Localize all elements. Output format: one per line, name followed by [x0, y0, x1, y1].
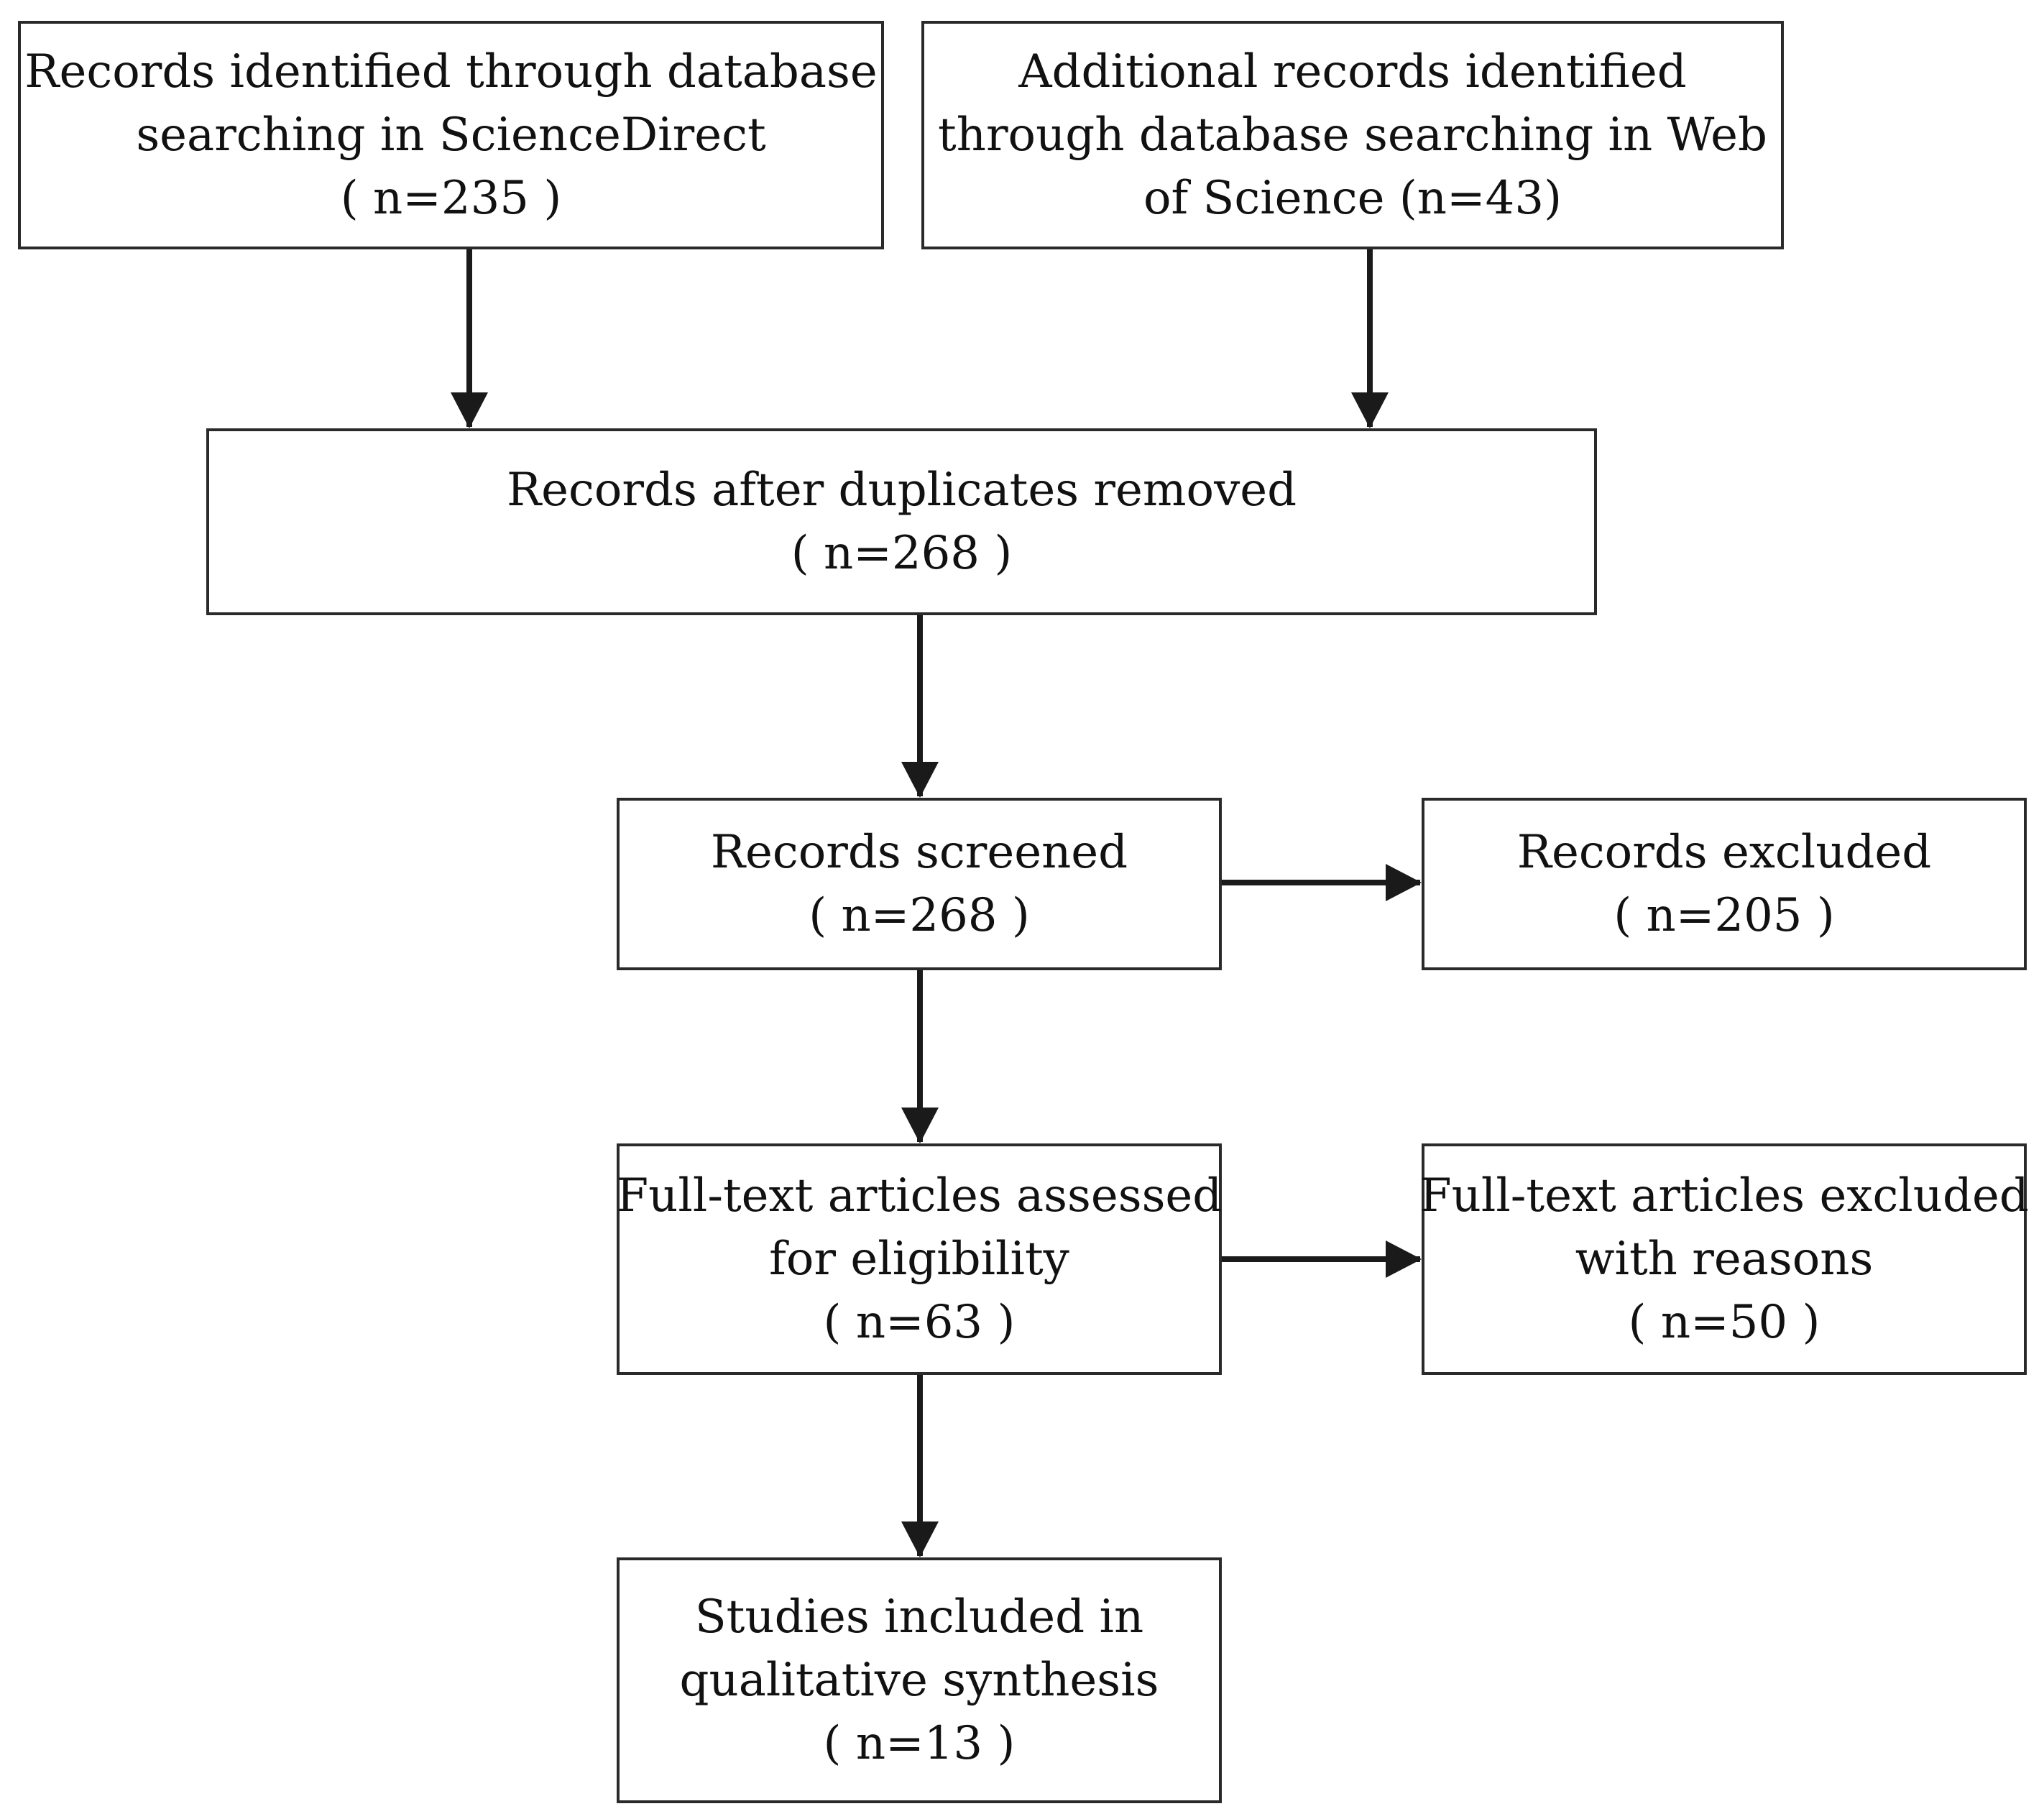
box-text-line: Full-text articles assessed: [616, 1169, 1223, 1223]
box-fulltext-excluded: Full-text articles excluded with reasons…: [1419, 1143, 2029, 1375]
box-text-line: Records excluded: [1516, 826, 1932, 879]
box-text-line: with reasons: [1575, 1233, 1874, 1286]
box-identified-web-of-science: Additional records identified through da…: [921, 21, 1784, 249]
box-records-screened: Records screened ( n=268 ): [617, 798, 1222, 970]
box-count: ( n=63 ): [823, 1296, 1016, 1349]
box-text-line: of Science (n=43): [1143, 172, 1562, 225]
box-text-line: Full-text articles excluded: [1419, 1169, 2029, 1223]
box-text-line: Additional records identified: [1018, 45, 1687, 98]
box-text-line: Studies included in: [694, 1590, 1144, 1644]
box-count: ( n=13 ): [823, 1717, 1016, 1770]
box-identified-sciencedirect: Records identified through database sear…: [18, 21, 884, 249]
box-text-line: for eligibility: [769, 1233, 1069, 1286]
box-studies-included: Studies included in qualitative synthesi…: [617, 1557, 1222, 1803]
box-text-line: Records identified through database: [24, 45, 878, 98]
box-count: ( n=268 ): [809, 889, 1030, 942]
box-records-excluded: Records excluded ( n=205 ): [1422, 798, 2027, 970]
box-count: ( n=50 ): [1628, 1296, 1820, 1349]
box-after-duplicates: Records after duplicates removed ( n=268…: [206, 428, 1597, 615]
box-text-line: through database searching in Web: [938, 109, 1767, 162]
box-text-line: searching in ScienceDirect: [136, 109, 766, 162]
box-count: ( n=268 ): [791, 527, 1013, 580]
box-count: ( n=235 ): [340, 172, 562, 225]
box-text-line: Records after duplicates removed: [506, 464, 1297, 517]
box-text-line: qualitative synthesis: [679, 1654, 1159, 1707]
box-fulltext-assessed: Full-text articles assessed for eligibil…: [617, 1143, 1222, 1375]
box-text-line: Records screened: [710, 826, 1128, 879]
box-count: ( n=205 ): [1613, 889, 1835, 942]
